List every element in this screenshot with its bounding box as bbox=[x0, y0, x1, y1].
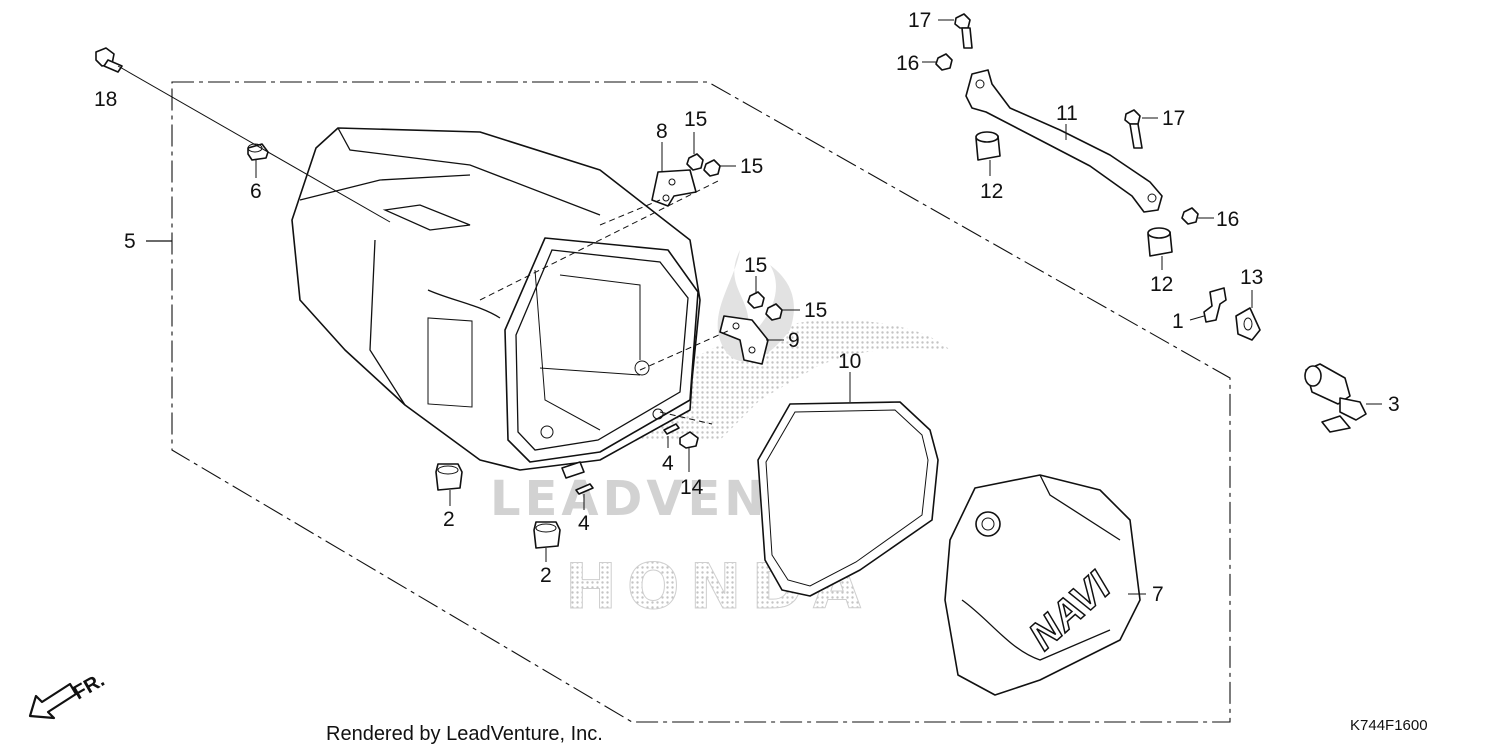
callout-4-b: 4 bbox=[578, 512, 590, 535]
damper-12-b bbox=[1147, 227, 1173, 257]
callout-5: 5 bbox=[124, 230, 136, 253]
callout-13: 13 bbox=[1240, 266, 1263, 289]
key-cylinder-3 bbox=[1304, 363, 1367, 433]
nut-16-a bbox=[935, 53, 953, 71]
callout-10: 10 bbox=[838, 350, 861, 373]
callout-15-a: 15 bbox=[684, 108, 707, 131]
nut-16-b bbox=[1181, 207, 1199, 225]
top-box-opening bbox=[504, 237, 699, 463]
callout-2-b: 2 bbox=[540, 564, 552, 587]
nut-15-d bbox=[765, 303, 783, 321]
damper-12-a bbox=[975, 131, 1001, 161]
top-box bbox=[291, 127, 701, 479]
footer-credit: Rendered by LeadVenture, Inc. bbox=[326, 723, 603, 745]
callout-9: 9 bbox=[788, 329, 800, 352]
leader-18 bbox=[117, 65, 391, 223]
front-label: FR. bbox=[70, 669, 109, 704]
front-arrow-icon bbox=[28, 682, 78, 720]
lid: NAVI bbox=[944, 474, 1141, 696]
callout-17-a: 17 bbox=[908, 9, 931, 32]
collar-6 bbox=[247, 143, 269, 161]
diagram-code: K744F1600 bbox=[1350, 717, 1428, 734]
bolt-18 bbox=[95, 47, 123, 73]
callout-8: 8 bbox=[656, 120, 668, 143]
nut-15-a bbox=[686, 153, 704, 171]
guide-line-d bbox=[659, 411, 713, 425]
callout-4-a: 4 bbox=[662, 452, 674, 475]
guide-line-a bbox=[599, 199, 661, 226]
callout-2-a: 2 bbox=[443, 508, 455, 531]
guide-line-c bbox=[639, 329, 731, 371]
front-indicator: FR. bbox=[28, 669, 109, 720]
callout-3: 3 bbox=[1388, 393, 1400, 416]
pin-4-a bbox=[663, 423, 680, 435]
callout-16-b: 16 bbox=[1216, 208, 1239, 231]
grommet-2-a bbox=[435, 463, 463, 491]
top-box-label-plate bbox=[427, 317, 473, 408]
guide-line-b bbox=[479, 179, 721, 301]
screw-14 bbox=[679, 431, 699, 449]
lid-lock-hole bbox=[975, 511, 1001, 537]
callout-16-a: 16 bbox=[896, 52, 919, 75]
leader-1 bbox=[1189, 315, 1205, 321]
callout-17-b: 17 bbox=[1162, 107, 1185, 130]
callout-12-a: 12 bbox=[980, 180, 1003, 203]
callout-12-b: 12 bbox=[1150, 273, 1173, 296]
keyhole-cover-13 bbox=[1235, 307, 1261, 341]
callout-7: 7 bbox=[1152, 583, 1164, 606]
callout-15-b: 15 bbox=[740, 155, 763, 178]
clip-1 bbox=[1203, 287, 1227, 323]
grommet-2-b bbox=[533, 521, 561, 549]
nut-15-c bbox=[747, 291, 765, 309]
bracket-8 bbox=[651, 169, 697, 207]
bolt-17-b bbox=[1124, 109, 1143, 149]
nut-15-b bbox=[703, 159, 721, 177]
assembly-boundary bbox=[171, 81, 1231, 723]
bolt-17-a bbox=[954, 13, 973, 49]
pin-4-b bbox=[575, 483, 594, 495]
callout-14: 14 bbox=[680, 476, 704, 499]
callout-15-c: 15 bbox=[744, 254, 767, 277]
callout-1: 1 bbox=[1172, 310, 1184, 333]
callout-15-d: 15 bbox=[804, 299, 827, 322]
callout-11: 11 bbox=[1056, 102, 1078, 125]
stay-11 bbox=[965, 69, 1163, 213]
callout-18: 18 bbox=[94, 88, 117, 111]
callout-6: 6 bbox=[250, 180, 262, 203]
lid-seal bbox=[757, 401, 939, 597]
